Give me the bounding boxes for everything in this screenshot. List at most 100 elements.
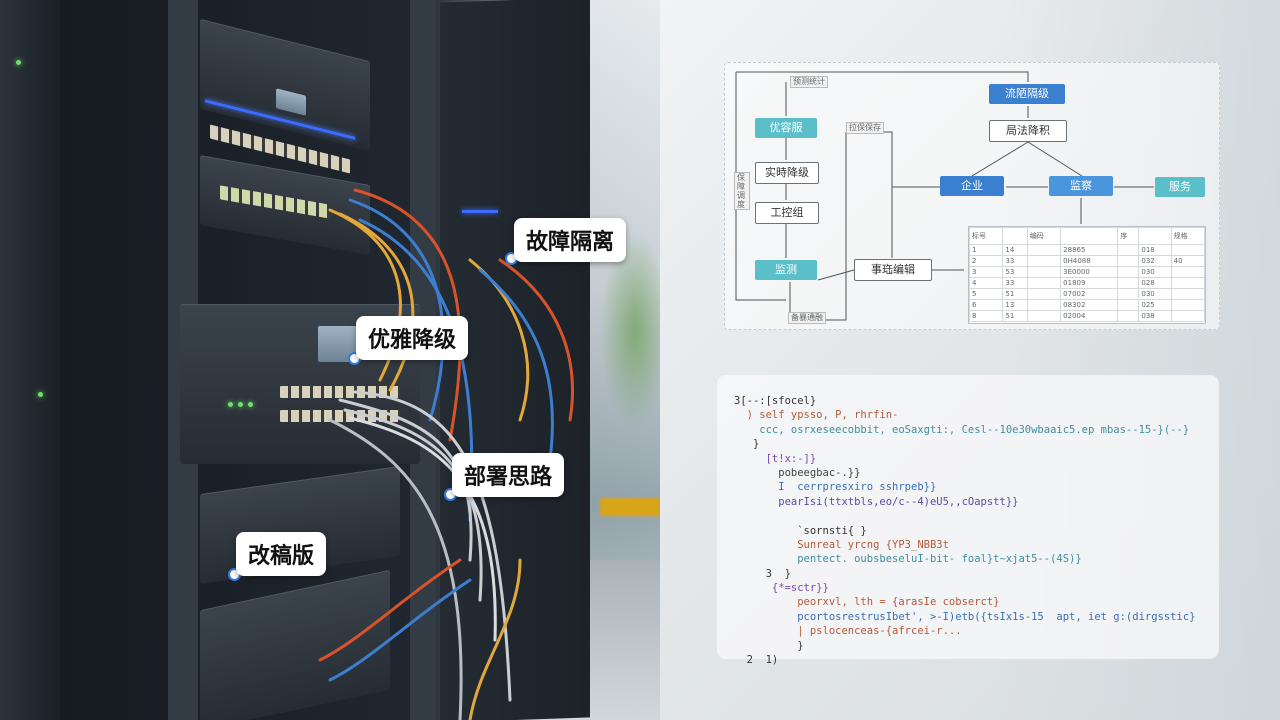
diagram-node: 优容服 xyxy=(755,118,817,138)
table-cell: 5 xyxy=(968,288,1004,300)
diagram-node: 服务 xyxy=(1155,177,1205,197)
table-cell: 33 xyxy=(1002,255,1028,267)
table-cell xyxy=(1117,244,1140,256)
code-line: Sunreal yrcng {YP3_NBB3t xyxy=(734,538,949,551)
table-cell: 2 xyxy=(968,255,1004,267)
callout-fault-isolation: 故障隔离 xyxy=(514,218,627,262)
table-cell xyxy=(1170,288,1206,300)
table-cell: 1 xyxy=(968,244,1004,256)
table-cell xyxy=(1026,288,1062,300)
code-line: ) self ypsso, P, rhrfin- xyxy=(734,409,899,422)
table-cell: 0H4088 xyxy=(1060,255,1119,267)
code-panel: 3[--:[sfocel} ) self ypsso, P, rhrfin- c… xyxy=(718,376,1218,666)
code-line: pcortosrestrusIbet', >-I)etb({tsIx1s-15 … xyxy=(734,610,1196,623)
status-led-green xyxy=(38,392,43,397)
table-cell xyxy=(1170,244,1206,256)
background-plant xyxy=(600,230,660,430)
table-cell xyxy=(1117,310,1140,322)
table-cell: 4 xyxy=(968,277,1004,289)
diagram-node: 实時降级 xyxy=(755,162,819,184)
table-cell: 030 xyxy=(1138,288,1172,300)
table-cell xyxy=(1170,266,1206,278)
diagram-tag: 备暴通融 xyxy=(788,312,826,324)
code-line: `sornsti{ } xyxy=(734,524,867,537)
status-led-green xyxy=(228,402,233,407)
status-led-green xyxy=(16,60,21,65)
table-cell: 33 xyxy=(1002,277,1028,289)
status-led-green xyxy=(248,402,253,407)
code-line: pobeegbac-.}} xyxy=(734,466,861,479)
table-cell xyxy=(1026,299,1062,311)
table-header-row: 标号编码序规格 xyxy=(968,227,1206,245)
code-line: 3[--:[sfocel} xyxy=(734,395,817,407)
code-line: 2 1) xyxy=(734,654,779,667)
callout-revision: 改稿版 xyxy=(236,532,327,576)
code-line: I cerrpresxiro sshrpeb}} xyxy=(734,481,937,494)
diagram-tag: 保障调度 xyxy=(734,172,750,210)
table-cell: 规格 xyxy=(1170,227,1206,245)
table-cell xyxy=(1026,266,1062,278)
table-cell: 3 xyxy=(968,266,1004,278)
table-cell xyxy=(1002,227,1028,245)
code-line: {*=sctr}} xyxy=(734,582,829,595)
table-cell: 14 xyxy=(1002,244,1028,256)
table-cell: 13 xyxy=(1002,299,1028,311)
table-cell: 025 xyxy=(1138,299,1172,311)
server-rack-photo: 故障隔离 优雅降级 部署思路 改稿版 xyxy=(0,0,660,720)
diagram-node: 企业 xyxy=(940,176,1004,196)
code-line: peorxvl, lth = {arasIe cobserct} xyxy=(734,596,1000,609)
table-cell: 序 xyxy=(1117,227,1140,245)
diagram-node: 工控组 xyxy=(755,202,819,224)
diagram-node: 监察 xyxy=(1049,176,1113,196)
diagram-tag: 预测统计 xyxy=(790,76,828,88)
table-cell: 40 xyxy=(1170,255,1206,267)
table-cell: 02004 xyxy=(1060,310,1119,322)
diagram-node: 事珤编辑 xyxy=(854,259,932,281)
table-cell xyxy=(1170,277,1206,289)
table-cell xyxy=(1026,244,1062,256)
port-row xyxy=(280,410,400,422)
table-cell: 8 xyxy=(968,310,1004,322)
code-line: | pslocenceas-{afrcei-r... xyxy=(734,625,962,638)
table-cell: 51 xyxy=(1002,310,1028,322)
callout-deployment-approach: 部署思路 xyxy=(452,453,565,497)
table-cell xyxy=(1026,255,1062,267)
table-cell: 028 xyxy=(1138,277,1172,289)
table-cell xyxy=(1026,277,1062,289)
table-cell: 3E0000 xyxy=(1060,266,1119,278)
code-block: 3[--:[sfocel} ) self ypsso, P, rhrfin- c… xyxy=(734,394,1202,667)
code-line xyxy=(734,509,1202,523)
table-cell xyxy=(1170,299,1206,311)
code-line: pentect. oubsbeseluI-bit- foal}t~xjat5--… xyxy=(734,553,1082,566)
rack-left-edge xyxy=(0,0,60,720)
table-cell: 53 xyxy=(1002,266,1028,278)
table-cell: 038 xyxy=(1138,310,1172,322)
table-cell: 01809 xyxy=(1060,277,1119,289)
table-cell: 030 xyxy=(1138,266,1172,278)
diagram-node: 局法降积 xyxy=(989,120,1067,142)
table-cell xyxy=(1138,227,1172,245)
table-cell xyxy=(1117,266,1140,278)
code-line: [t!x:-]} xyxy=(734,452,817,465)
table-cell: 51 xyxy=(1002,288,1028,300)
table-cell: 032 xyxy=(1138,255,1172,267)
table-cell: 6 xyxy=(968,299,1004,311)
status-led-green xyxy=(238,402,243,407)
blue-led-strip xyxy=(462,210,498,213)
table-cell xyxy=(1117,255,1140,267)
diagram-tag: 拉保保存 xyxy=(846,122,884,134)
table-cell: 标号 xyxy=(968,227,1004,245)
table-cell: 018 xyxy=(1138,244,1172,256)
callout-graceful-degradation: 优雅降级 xyxy=(356,316,469,360)
table-cell: 28865 xyxy=(1060,244,1119,256)
diagram-node: 监测 xyxy=(755,260,817,280)
table-cell xyxy=(1026,310,1062,322)
code-line: pearIsi(ttxtbls,eo/c--4)eU5,,cOapstt}} xyxy=(734,495,1019,508)
background-yellow-rail xyxy=(600,498,660,516)
